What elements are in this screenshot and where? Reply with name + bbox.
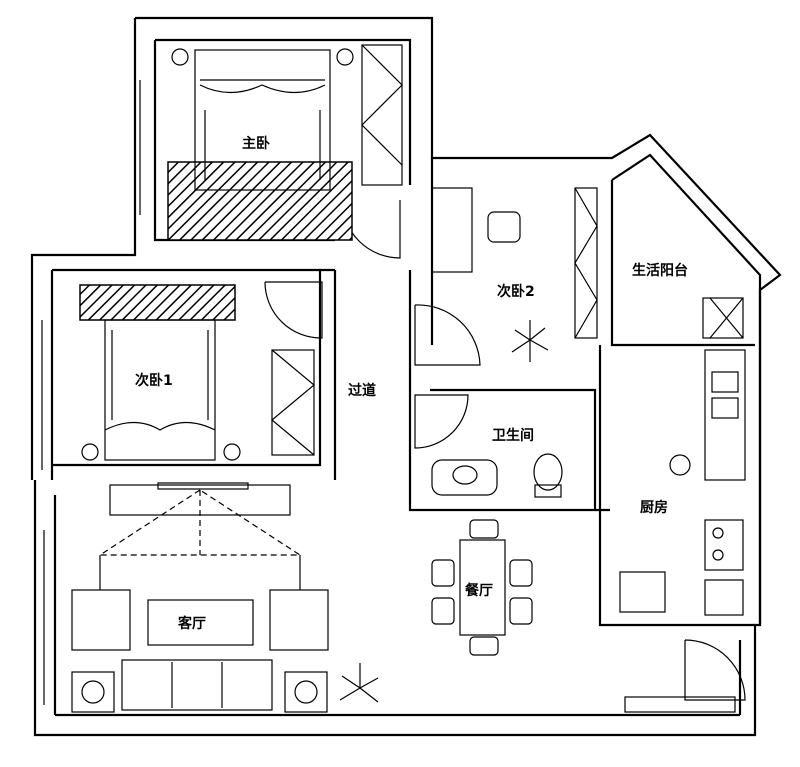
- walls: [30, 16, 782, 737]
- room-label-bedroom1: 次卧1: [135, 372, 173, 389]
- bedroom2-furniture: [431, 187, 598, 362]
- room-label-living: 客厅: [177, 615, 206, 632]
- room-label-corridor: 过道: [348, 382, 376, 399]
- master-bed: [167, 44, 403, 241]
- dining-table: [431, 519, 533, 656]
- washing-machine: [702, 297, 744, 339]
- room-label-balcony: 生活阳台: [632, 262, 688, 279]
- kitchen-fixtures: [619, 349, 746, 616]
- bedroom1-furniture: [79, 284, 315, 461]
- living-furniture: [71, 482, 736, 713]
- room-label-kitchen: 厨房: [640, 499, 668, 516]
- room-label-bathroom: 卫生间: [492, 427, 534, 444]
- room-label-master-bedroom: 主卧: [242, 135, 270, 152]
- bathroom-fixtures: [431, 453, 563, 498]
- doors: [264, 199, 746, 701]
- room-label-dining: 餐厅: [464, 582, 493, 599]
- room-label-bedroom2: 次卧2: [497, 283, 535, 300]
